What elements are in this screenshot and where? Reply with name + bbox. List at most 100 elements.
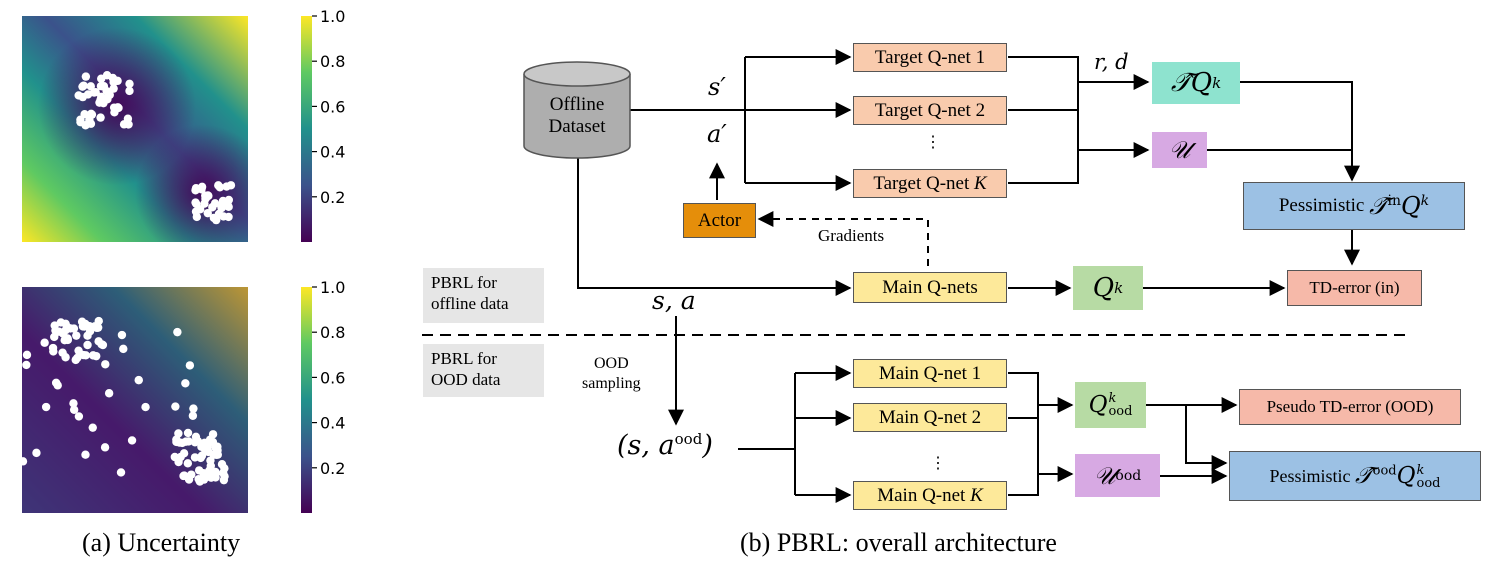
sa-label: s, a bbox=[652, 286, 696, 315]
data-point bbox=[176, 452, 185, 462]
data-point bbox=[49, 347, 58, 356]
colorbar-top: 1.00.80.60.40.2 bbox=[301, 7, 345, 242]
rd-label: r, d bbox=[1094, 50, 1129, 74]
data-point bbox=[173, 327, 182, 337]
caption-b: (b) PBRL: overall architecture bbox=[740, 528, 1057, 557]
colorbar-tick-label: 0.4 bbox=[320, 414, 345, 433]
colorbar-tick-label: 1.0 bbox=[320, 278, 345, 297]
data-point bbox=[100, 443, 110, 452]
data-point bbox=[125, 86, 134, 96]
target-qnet-2: Target Q-net 2 bbox=[853, 96, 1007, 125]
data-point bbox=[94, 337, 103, 346]
data-point bbox=[69, 399, 78, 408]
caption-a: (a) Uncertainty bbox=[82, 528, 241, 557]
s-a-ood-label: (s, aood) bbox=[617, 430, 713, 461]
data-point bbox=[22, 360, 31, 370]
data-point bbox=[76, 117, 85, 127]
data-point bbox=[80, 109, 89, 119]
data-point bbox=[97, 92, 106, 102]
data-point bbox=[74, 412, 84, 421]
data-point bbox=[88, 423, 97, 432]
data-point bbox=[81, 72, 91, 81]
data-point bbox=[74, 346, 83, 355]
data-point bbox=[60, 335, 69, 345]
data-point bbox=[203, 471, 212, 481]
main-qnets-box: Main Q-nets bbox=[853, 272, 1007, 303]
data-point bbox=[81, 351, 90, 360]
data-point bbox=[127, 436, 137, 445]
data-point bbox=[222, 198, 232, 207]
data-point bbox=[41, 402, 51, 412]
data-point bbox=[78, 322, 88, 331]
data-point bbox=[105, 90, 114, 100]
data-point bbox=[98, 82, 107, 91]
data-point bbox=[61, 353, 70, 362]
colorbar-tick-label: 1.0 bbox=[320, 7, 345, 26]
heatmap-bottom bbox=[18, 287, 248, 513]
main-qnet-k: Main Q-net K bbox=[853, 481, 1007, 510]
data-point bbox=[141, 402, 150, 412]
data-point bbox=[96, 113, 105, 122]
data-point bbox=[210, 199, 220, 208]
data-point bbox=[72, 331, 81, 340]
data-point bbox=[53, 381, 62, 390]
data-point bbox=[86, 119, 96, 128]
data-point bbox=[117, 330, 127, 340]
data-point bbox=[188, 411, 198, 420]
data-point bbox=[224, 212, 233, 222]
target-qnet-k: Target Q-net K bbox=[853, 169, 1007, 198]
data-point bbox=[181, 437, 191, 446]
pseudo-td-error-box: Pseudo TD-error (OOD) bbox=[1239, 389, 1461, 425]
data-point bbox=[66, 324, 75, 333]
data-point bbox=[183, 428, 193, 438]
data-point bbox=[211, 473, 220, 482]
data-point bbox=[116, 468, 126, 477]
data-point bbox=[200, 199, 209, 208]
data-point bbox=[22, 350, 32, 360]
data-point bbox=[218, 468, 228, 478]
data-point bbox=[206, 461, 216, 471]
data-point bbox=[197, 185, 206, 194]
main-qnet-1: Main Q-net 1 bbox=[853, 359, 1007, 388]
data-point bbox=[113, 76, 122, 86]
data-point bbox=[208, 430, 218, 439]
data-point bbox=[109, 84, 118, 93]
uncertainty-box: 𝒰 bbox=[1152, 132, 1207, 168]
data-point bbox=[194, 466, 204, 475]
data-point bbox=[185, 361, 195, 370]
data-point bbox=[110, 108, 119, 117]
data-point bbox=[181, 379, 190, 388]
data-point bbox=[212, 450, 221, 459]
colorbar-tick-label: 0.6 bbox=[320, 368, 345, 387]
vertical-dots-top: ⋮ bbox=[925, 134, 941, 151]
data-point bbox=[86, 109, 96, 119]
main-qnet-2: Main Q-net 2 bbox=[853, 403, 1007, 432]
data-point bbox=[187, 470, 196, 479]
data-point bbox=[94, 316, 103, 326]
td-error-in-box: TD-error (in) bbox=[1287, 270, 1422, 306]
data-point bbox=[222, 182, 231, 191]
diagram-lines bbox=[422, 49, 1408, 503]
data-point bbox=[93, 323, 103, 332]
data-point bbox=[180, 471, 189, 480]
data-point bbox=[123, 114, 133, 123]
data-point bbox=[86, 82, 95, 91]
a-prime-label: a′ bbox=[707, 120, 727, 148]
data-point bbox=[104, 389, 114, 398]
actor-box: Actor bbox=[683, 203, 756, 238]
data-point bbox=[50, 321, 59, 330]
heatmap-top bbox=[22, 16, 248, 242]
colorbar-bottom: 1.00.80.60.40.2 bbox=[301, 278, 345, 513]
dataset-label: Offline Dataset bbox=[548, 94, 606, 137]
data-point bbox=[83, 90, 93, 99]
data-point bbox=[71, 355, 80, 365]
data-point bbox=[101, 360, 110, 369]
